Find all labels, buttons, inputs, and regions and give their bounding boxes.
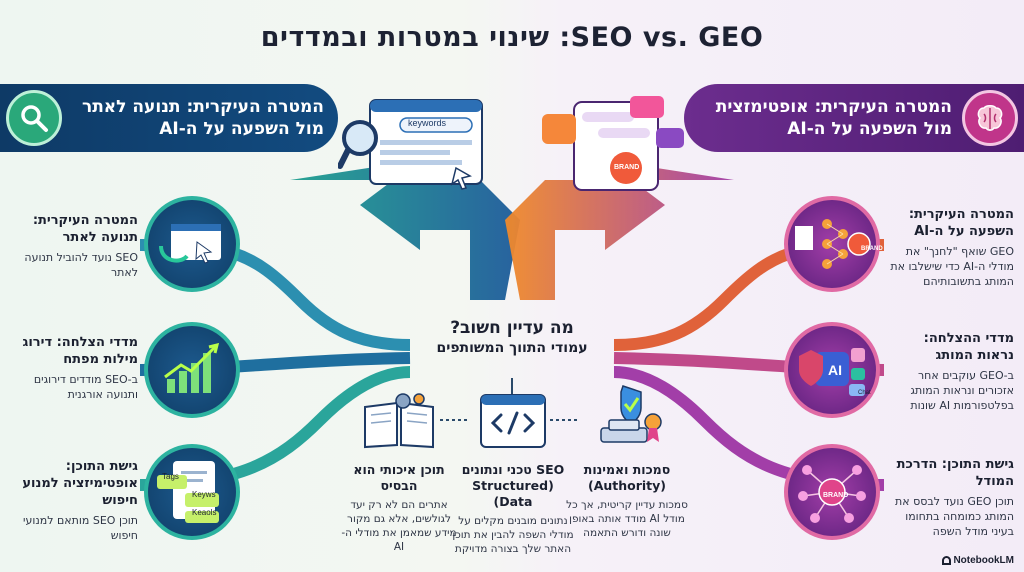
geo-banner: המטרה העיקרית: אופטימזצית מול השפעה על ה… — [684, 84, 1024, 152]
pillar-quality-head: תוכן איכותי הוא הבסיס — [353, 462, 445, 493]
seo-ranking-chart-circle — [144, 322, 240, 418]
geo-goal-body: GEO שואף "לחנך" את מודלי ה-AI כדי שישלבו… — [890, 245, 1014, 288]
ai-label: AI — [828, 362, 842, 378]
seo-goal-head: המטרה העיקרית: תנועה לאתר — [32, 213, 138, 245]
page-title: SEO vs. GEO: שינוי במטרות ובמדדים — [260, 22, 764, 53]
geo-goal-block: המטרה העיקרית: השפעה על ה-AI GEO שואף "ל… — [890, 206, 1014, 289]
seo-goal-block: המטרה העיקרית: תנועה לאתר SEO נועד להובי… — [18, 212, 138, 280]
keols-label: Keaols — [192, 508, 217, 517]
geo-goal-head: המטרה העיקרית: השפעה על ה-AI — [908, 207, 1014, 239]
seo-metrics-body: ב-SEO מודדים דירוגים ותנועה אורגנית — [33, 373, 138, 401]
brand-label-top: BRAND — [614, 164, 640, 171]
chat-label: Chat — [858, 390, 871, 396]
geo-model-circle: BRAND — [784, 444, 880, 540]
pillar-technical-body: נתונים מובנים מקלים על מודלי השפה להבין … — [452, 515, 574, 555]
notebook-icon — [942, 555, 952, 565]
seo-content-block: גישת התוכן: אופטימיזציה למנוע חיפוש תוכן… — [14, 458, 138, 543]
geo-content-block: גישת התוכן: הדרכת המודל תוכן GEO נועד לב… — [890, 456, 1014, 539]
search-browser-illustration: keywords — [337, 96, 488, 192]
pillar-quality-body: אתרים הם לא רק יעד לגולשים, אלא גם מקור … — [341, 499, 457, 553]
keywords-label: keywords — [408, 118, 447, 128]
geo-metrics-head: מדדי ההצלחה: נראות המותג — [923, 331, 1014, 363]
brand-label-network: BRAND — [861, 246, 883, 252]
magnifier-icon — [6, 90, 62, 146]
seo-banner-text: המטרה העיקרית: תנועה לאתר מול השפעה על ה… — [81, 97, 324, 139]
seo-banner: המטרה העיקרית: תנועה לאתר מול השפעה על ה… — [0, 84, 338, 152]
seo-tags-circle: Tags Keyws Keaols — [144, 444, 240, 540]
seo-traffic-circle — [144, 196, 240, 292]
ai-chat-illustration: BRAND — [538, 92, 688, 196]
geo-metrics-body: ב-GEO עוקבים אחר אזכורים ונראות המותג בפ… — [910, 369, 1014, 412]
geo-content-head: גישת התוכן: הדרכת המודל — [896, 457, 1014, 489]
keys-label: Keyws — [192, 490, 216, 499]
brain-icon — [962, 90, 1018, 146]
hub-subtitle: עמודי התווך המשותפים — [436, 340, 588, 356]
seo-content-head: גישת התוכן: אופטימיזציה למנוע חיפוש — [22, 459, 138, 508]
geo-content-body: תוכן GEO נועד לבסס את המותג כמומחה בתחומ… — [895, 495, 1014, 538]
pillar-technical-head: SEO טכני ונתונים (Structured Data) — [461, 462, 565, 509]
pillar-authority-head: סמכות ואמינות (Authority) — [583, 462, 671, 493]
footer-brand-text: NotebookLM — [953, 555, 1014, 566]
pillar-technical-seo: SEO טכני ונתונים (Structured Data) נתוני… — [452, 462, 574, 556]
seo-metrics-block: מדדי הצלחה: דירוג מילות מפתח ב-SEO מודדי… — [18, 334, 138, 402]
geo-ai-circle: AI Chat — [784, 322, 880, 418]
geo-banner-text: המטרה העיקרית: אופטימזצית מול השפעה על ה… — [715, 97, 952, 139]
geo-network-circle: BRAND — [784, 196, 883, 292]
geo-metrics-block: מדדי ההצלחה: נראות המותג ב-GEO עוקבים אח… — [890, 330, 1014, 413]
notebooklm-logo: NotebookLM — [942, 555, 1014, 566]
shared-pillars-hub: מה עדיין חשוב? עמודי התווך המשותפים — [412, 318, 612, 356]
hub-title: מה עדיין חשוב? — [450, 318, 574, 338]
tags-label: Tags — [162, 472, 179, 481]
seo-content-body: תוכן SEO מותאם למנועי חיפוש — [23, 514, 138, 542]
pillar-authority-body: סמכות עדיין קריטית, אך כל מודל AI מודד א… — [566, 499, 688, 539]
shield-award-icon — [586, 382, 672, 448]
brand-label-model: BRAND — [823, 492, 849, 499]
seo-metrics-head: מדדי הצלחה: דירוג מילות מפתח — [22, 335, 138, 367]
book-gear-icon — [356, 388, 442, 454]
code-window-icon — [470, 388, 556, 454]
pillar-quality-content: תוכן איכותי הוא הבסיס אתרים הם לא רק יעד… — [338, 462, 460, 554]
seo-goal-body: SEO נועד להוביל תנועה לאתר — [24, 251, 138, 279]
pillar-authority: סמכות ואמינות (Authority) סמכות עדיין קר… — [566, 462, 688, 540]
